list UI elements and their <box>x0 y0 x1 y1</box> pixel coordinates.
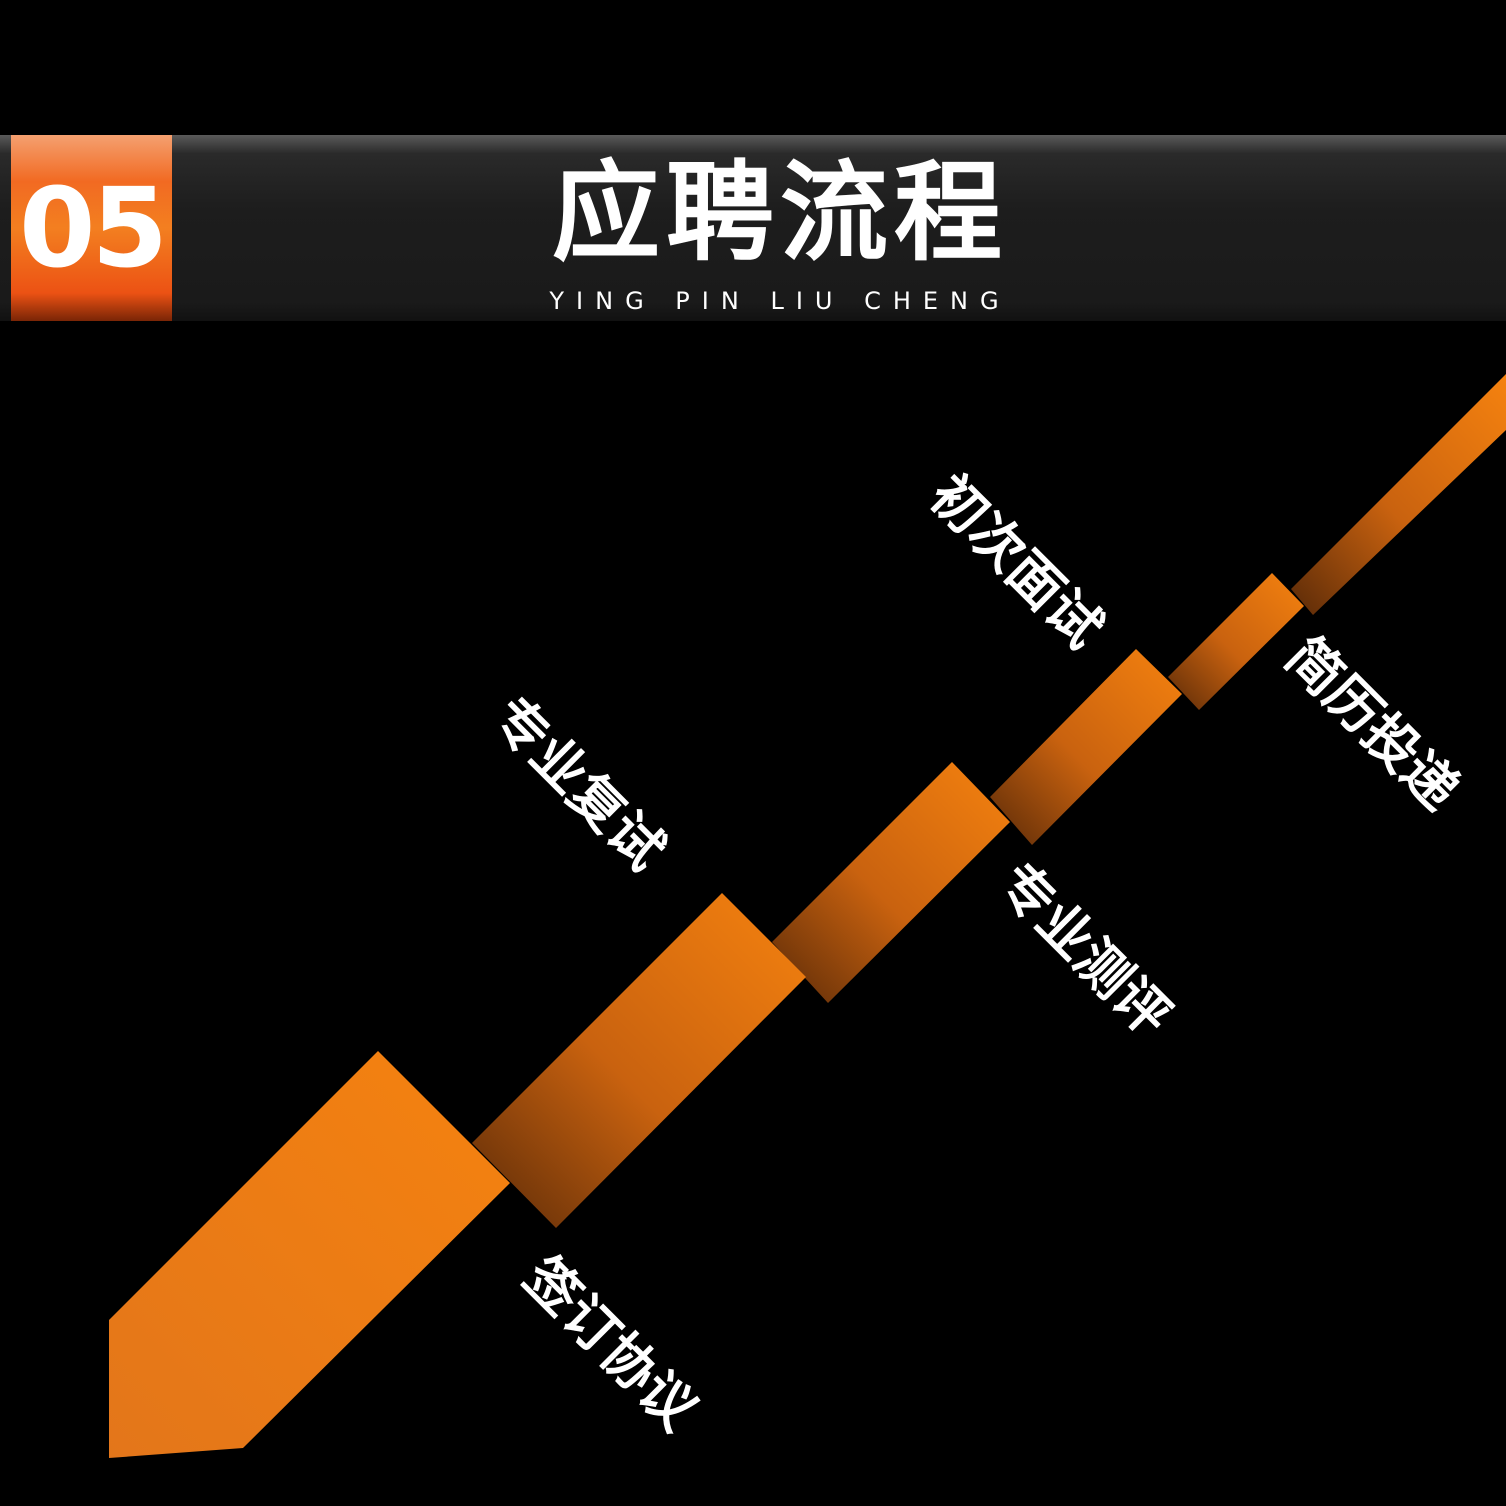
ribbon-segment-3 <box>772 762 1010 1003</box>
ribbon-segment-4 <box>990 649 1182 845</box>
section-number-badge: 05 <box>11 135 172 321</box>
ribbon-arrow-tip <box>109 1051 510 1458</box>
header-bar <box>0 135 1506 321</box>
ribbon-segment-5 <box>1168 573 1304 710</box>
page-subtitle: YING PIN LIU CHENG <box>549 287 1011 315</box>
ribbon-segment-6 <box>1291 374 1506 615</box>
ribbon-segment-2 <box>472 893 806 1228</box>
section-number: 05 <box>18 164 168 292</box>
page-title: 应聘流程 <box>551 151 1008 276</box>
